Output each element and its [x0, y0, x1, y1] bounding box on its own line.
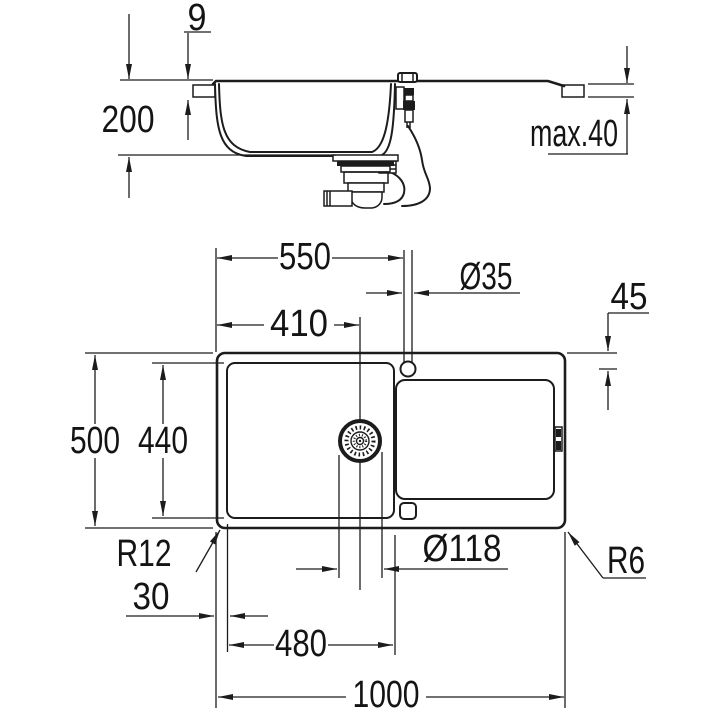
dim-countertop-thickness: max.40 [530, 46, 634, 155]
dim-label-depth: 200 [102, 99, 155, 141]
dim-rim-offset: 30 [126, 576, 268, 619]
bowl-outer-profile-right [381, 83, 396, 156]
dim-label-bowl-corner-radius: R12 [117, 533, 172, 575]
dim-label-bowl-inner-length: 480 [275, 623, 327, 665]
tap-hole [399, 360, 417, 378]
dim-label-tap-from-edge: 45 [611, 276, 648, 318]
waste-control-cable [401, 125, 432, 207]
dim-label-overall-depth: 500 [70, 420, 120, 462]
dim-label-rim-offset: 30 [133, 576, 170, 618]
popup-knob [397, 72, 418, 83]
dim-label-outer-corner-radius: R6 [607, 540, 645, 582]
dim-overall-length: 1000 [218, 674, 564, 716]
dim-label-countertop-thickness: max.40 [530, 113, 618, 155]
overflow-cutout [399, 502, 417, 520]
dim-label-tap-hole-diameter: Ø35 [460, 256, 513, 298]
drainer-outline [395, 379, 555, 500]
bowl-outer-profile-left [214, 83, 337, 157]
dim-tap-hole-diameter: Ø35 [366, 256, 520, 298]
cable-fixing-assembly [395, 86, 415, 128]
section-view: 9 200 max.40 [102, 0, 634, 209]
drain-symbol [338, 419, 382, 463]
bowl-outline [226, 362, 395, 519]
dim-outer-corner-radius: R6 [567, 531, 646, 582]
countertop-cut-left [192, 84, 216, 98]
dim-label-overall-length: 1000 [353, 674, 420, 716]
dim-overall-depth: 500 [70, 355, 120, 526]
dim-drain-diameter: Ø118 [296, 528, 508, 572]
dim-label-rim-height: 9 [188, 0, 207, 39]
bowl-inner-profile [218, 83, 392, 153]
dim-drain-from-left: 410 [217, 303, 359, 345]
plan-view: 550 Ø35 45 410 500 [70, 236, 649, 716]
dim-label-tap-from-left: 550 [279, 236, 331, 278]
sink-deck-line [211, 79, 566, 88]
dim-bowl-inner-depth: 440 [138, 365, 188, 516]
dim-label-drain-from-left: 410 [270, 303, 328, 345]
dim-tap-from-edge: 45 [605, 276, 649, 410]
edge-clip-mark [554, 426, 563, 452]
dim-rim-height: 9 [120, 0, 213, 140]
dim-label-drain-diameter: Ø118 [423, 528, 502, 570]
drain-assembly [323, 154, 399, 209]
dim-bowl-inner-length: 480 [229, 623, 393, 665]
dim-depth: 200 [102, 99, 336, 198]
countertop-cut-right [561, 84, 585, 98]
dim-bowl-corner-radius: R12 [117, 529, 221, 575]
dim-tap-from-left: 550 [217, 236, 403, 278]
dim-label-bowl-inner-depth: 440 [138, 420, 188, 462]
overflow-elbow [383, 171, 406, 205]
